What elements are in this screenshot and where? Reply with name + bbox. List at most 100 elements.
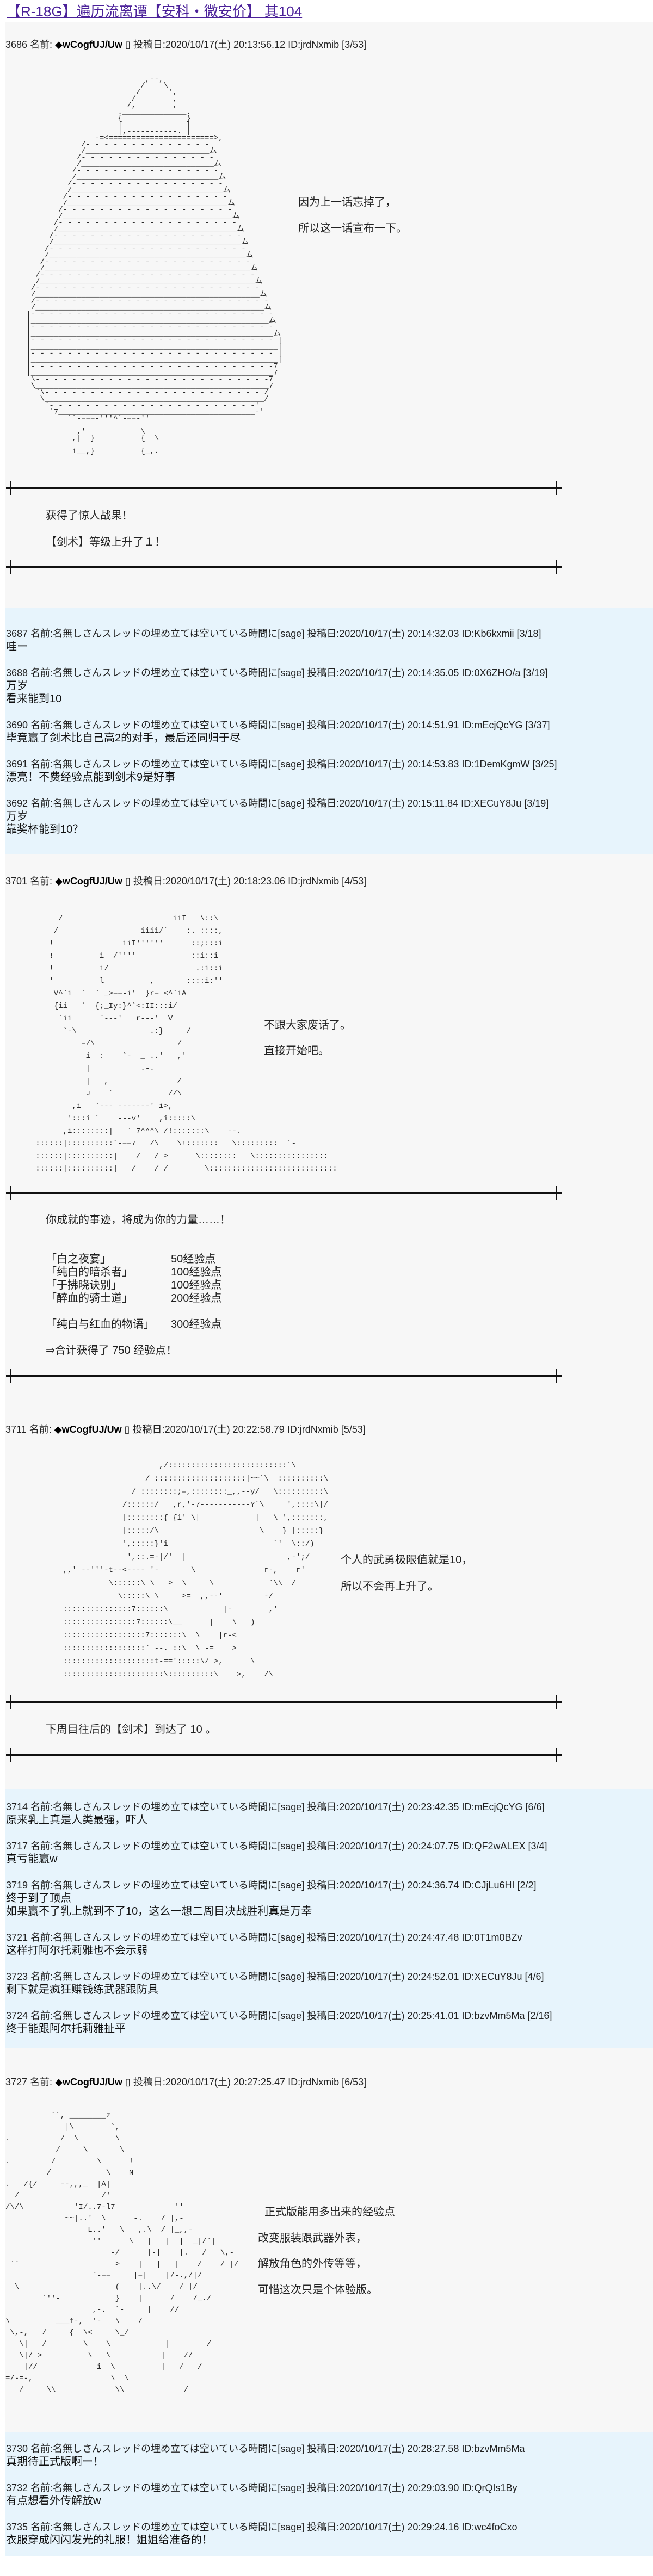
post-header: 3691 名前:名無しさんスレッドの埋め立ては空いている時間に[sage] 投稿… [6, 758, 653, 771]
narration-text: 所以不会再上升了。 [341, 1581, 439, 1593]
mail-field: ▯ [125, 876, 131, 887]
name-label: 名前: [30, 1801, 53, 1812]
poster-id: ID:XECuY8Ju [461, 1971, 522, 1982]
comment-post: 3721 名前:名無しさんスレッドの埋め立ては空いている時間に[sage] 投稿… [6, 1931, 653, 1957]
post-header: 3686 名前: ◆wCogfUJ/Uw ▯ 投稿日:2020/10/17(土)… [5, 38, 366, 51]
author-post: 3727 名前: ◆wCogfUJ/Uw ▯ 投稿日:2020/10/17(土)… [5, 2048, 653, 2432]
post-date: 2020/10/17(土) 20:24:52.01 [339, 1971, 459, 1982]
mail-field: [sage] [278, 667, 305, 678]
post-date: 2020/10/17(土) 20:24:07.75 [339, 1841, 459, 1852]
name-label: 名前: [30, 628, 53, 639]
post-header: 3711 名前: ◆wCogfUJ/Uw ▯ 投稿日:2020/10/17(土)… [5, 1423, 366, 1436]
poster-id: ID:1DemKgmW [461, 759, 530, 770]
post-count: [6/6] [525, 1801, 545, 1812]
poster-name: 名無しさんスレッドの埋め立ては空いている時間に [53, 798, 278, 809]
poster-name: 名無しさんスレッドの埋め立ては空いている時間に [53, 2010, 278, 2021]
result-text: 下周目往后的【剑术】到达了 10 。 [46, 1724, 217, 1736]
post-count: [3/18] [516, 628, 541, 639]
post-body: 漂亮！不费经验点能到剑术9是好事 [6, 771, 176, 783]
post-number: 3691 [6, 759, 28, 770]
poster-name: 名無しさんスレッドの埋め立ては空いている時間に [53, 759, 278, 770]
name-label: 名前: [30, 1841, 53, 1852]
post-date: 2020/10/17(土) 20:15:11.84 [339, 798, 459, 809]
achievement-value: 100经验点 [171, 1266, 222, 1278]
comment-block: 3730 名前:名無しさんスレッドの埋め立ては空いている時間に[sage] 投稿… [5, 2432, 653, 2556]
date-label: 投稿日: [307, 628, 340, 639]
name-label: 名前: [30, 1880, 53, 1891]
post-body: 真期待正式版啊ー！ [6, 2456, 104, 2468]
post-number: 3688 [6, 667, 28, 678]
date-label: 投稿日: [307, 1880, 340, 1891]
narration-text: 直接开始吧。 [264, 1045, 329, 1057]
date-label: 投稿日: [307, 1932, 340, 1943]
poster-trip: ◆wCogfUJ/Uw [55, 2077, 122, 2088]
comment-post: 3730 名前:名無しさんスレッドの埋め立ては空いている時間に[sage] 投稿… [6, 2442, 653, 2468]
date-label: 投稿日: [307, 2482, 340, 2493]
poster-name: 名無しさんスレッドの埋め立ては空いている時間に [53, 1971, 278, 1982]
poster-id: ID:bzvMm5Ma [461, 2010, 525, 2021]
name-label: 名前: [30, 39, 53, 50]
mail-field: [sage] [278, 1801, 305, 1812]
poster-trip: ◆wCogfUJ/Uw [55, 876, 122, 887]
post-date: 2020/10/17(土) 20:25:41.01 [339, 2010, 459, 2021]
comment-post: 3691 名前:名無しさんスレッドの埋め立ては空いている時間に[sage] 投稿… [6, 758, 653, 784]
comment-post: 3735 名前:名無しさんスレッドの埋め立ては空いている時間に[sage] 投稿… [6, 2521, 653, 2547]
post-count: [2/16] [527, 2010, 552, 2021]
name-label: 名前: [30, 2482, 53, 2493]
poster-id: ID:jrdNxmib [288, 39, 340, 50]
poster-name: 名無しさんスレッドの埋め立ては空いている時間に [53, 2522, 278, 2532]
divider [6, 1695, 562, 1709]
date-label: 投稿日: [307, 1971, 340, 1982]
achievement-value: 300经验点 [171, 1318, 222, 1330]
poster-name: 名無しさんスレッドの埋め立ては空いている時間に [53, 1932, 278, 1943]
comment-post: 3690 名前:名無しさんスレッドの埋め立ては空いている時間に[sage] 投稿… [6, 719, 653, 745]
poster-name: 名無しさんスレッドの埋め立ては空いている時間に [53, 2482, 278, 2493]
comment-post: 3732 名前:名無しさんスレッドの埋め立ては空いている時間に[sage] 投稿… [6, 2481, 653, 2507]
narration-text: 不跟大家废话了。 [264, 1019, 351, 1031]
post-date: 2020/10/17(土) 20:22:58.79 [164, 1424, 285, 1435]
mail-field: ▯ [125, 39, 131, 50]
post-number: 3687 [6, 628, 28, 639]
divider [6, 1369, 562, 1383]
poster-trip: ◆wCogfUJ/Uw [55, 39, 122, 50]
post-count: [6/53] [342, 2077, 367, 2088]
post-number: 3717 [6, 1841, 28, 1852]
comment-block: 3687 名前: 名無しさんスレッドの埋め立ては空いている時間に [sage] 投稿… [5, 608, 653, 854]
ascii-art-knight-face: ,/::::::::::::::::::::::::::`\ / :::::::… [63, 1462, 328, 1679]
mail-field: [sage] [278, 628, 305, 639]
achievement-value: 50经验点 [171, 1253, 216, 1265]
mail-field: [sage] [278, 2443, 305, 2454]
post-header: 3688 名前:名無しさんスレッドの埋め立ては空いている時間に[sage] 投稿… [6, 666, 653, 679]
post-body: 真亏能赢w [6, 1853, 58, 1865]
post-date: 2020/10/17(土) 20:28:27.58 [339, 2443, 459, 2454]
comment-post: 3688 名前:名無しさんスレッドの埋め立ては空いている時間に[sage] 投稿… [6, 666, 653, 705]
thread-title-link[interactable]: 【R-18G】遍历流离谭【安科・微安价】 其104 [7, 3, 303, 20]
date-label: 投稿日: [133, 39, 165, 50]
post-count: [3/19] [523, 667, 548, 678]
poster-id: ID:0X6ZHO/a [461, 667, 521, 678]
post-header: 3717 名前:名無しさんスレッドの埋め立ては空いている時間に[sage] 投稿… [6, 1840, 653, 1853]
post-header: 3723 名前:名無しさんスレッドの埋め立ては空いている時間に[sage] 投稿… [6, 1970, 653, 1983]
comment-post: 3724 名前:名無しさんスレッドの埋め立ては空いている時間に[sage] 投稿… [6, 2009, 653, 2035]
mail-field: ▯ [125, 2077, 131, 2088]
post-date: 2020/10/17(土) 20:14:35.05 [339, 667, 459, 678]
date-label: 投稿日: [307, 798, 340, 809]
post-header: 3687 名前:名無しさんスレッドの埋め立ては空いている時間に[sage] 投稿… [6, 627, 653, 640]
post-date: 2020/10/17(土) 20:13:56.12 [165, 39, 286, 50]
name-label: 名前: [30, 2443, 53, 2454]
post-count: [3/25] [532, 759, 557, 770]
intro-text: 你成就的事迹，将成为你的力量……！ [46, 1214, 231, 1226]
post-number: 3719 [6, 1880, 28, 1891]
date-label: 投稿日: [133, 876, 165, 887]
post-body: 衣服穿成闪闪发光的礼服！姐姐给准备的！ [6, 2534, 213, 2546]
mail-field: [sage] [278, 1841, 305, 1852]
post-count: [4/53] [342, 876, 367, 887]
achievement-value: 100经验点 [171, 1279, 222, 1291]
mail-field: [sage] [278, 1971, 305, 1982]
post-header: 3701 名前: ◆wCogfUJ/Uw ▯ 投稿日:2020/10/17(土)… [5, 875, 366, 888]
divider [6, 481, 562, 495]
poster-id: ID:0T1m0BZv [461, 1932, 522, 1943]
poster-name: 名無しさんスレッドの埋め立ては空いている時間に [53, 1841, 278, 1852]
post-body: 终于能跟阿尔托莉雅扯平 [6, 2023, 126, 2035]
narration-text: 可惜这次只是个体验版。 [258, 2284, 378, 2296]
